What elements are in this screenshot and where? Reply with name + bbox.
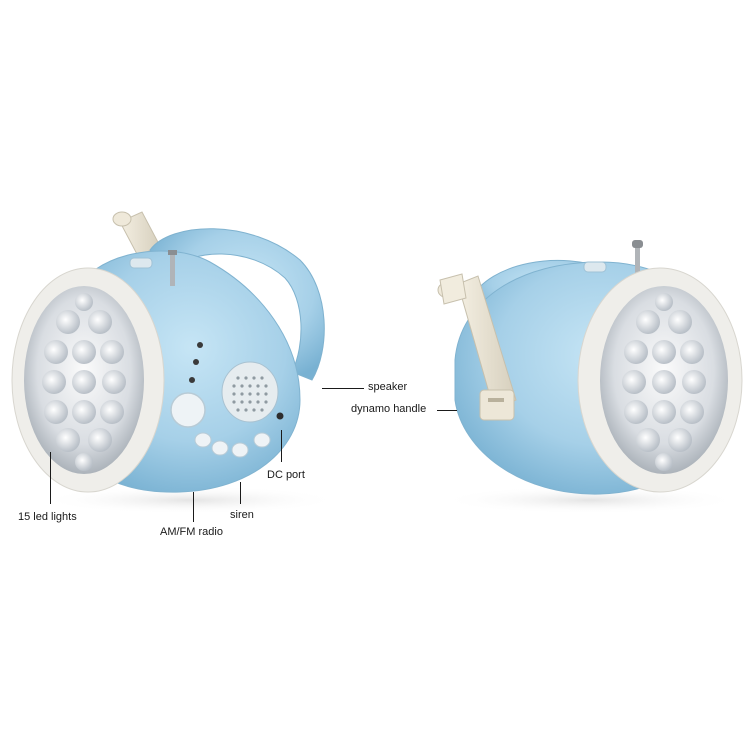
switch-slider xyxy=(583,261,607,273)
dynamo-handle-label: dynamo handle xyxy=(351,403,427,415)
floor-shadow xyxy=(440,486,740,514)
speaker-grille-icon xyxy=(221,361,279,423)
speaker-pointer-line xyxy=(322,388,364,389)
siren-label: siren xyxy=(230,509,254,521)
floor-shadow xyxy=(40,486,340,514)
dynamo-crank-icon xyxy=(437,273,517,421)
switch-slider xyxy=(129,257,153,269)
am-fm-radio-label: AM/FM radio xyxy=(160,526,223,538)
speaker-label: speaker xyxy=(368,381,408,393)
dynamo-handle-pointer-line xyxy=(437,410,457,411)
antenna-icon xyxy=(632,240,643,276)
lantern-front-view xyxy=(11,211,340,514)
dc-port-icon xyxy=(276,412,284,420)
siren-pointer-line xyxy=(240,482,241,504)
antenna-icon xyxy=(168,250,177,286)
lantern-side-view xyxy=(437,240,743,514)
carry-handle xyxy=(149,228,325,381)
radio-control-panel xyxy=(170,342,284,458)
led-lights-label: 15 led lights xyxy=(18,511,77,523)
am-fm-radio-pointer-line xyxy=(193,492,194,522)
led-array xyxy=(622,293,706,471)
led-array xyxy=(42,293,126,471)
tuning-knob-icon xyxy=(170,392,206,428)
dc-port-label: DC port xyxy=(267,469,305,481)
dc-port-pointer-line xyxy=(281,430,282,462)
led-lights-pointer-line xyxy=(50,452,51,504)
